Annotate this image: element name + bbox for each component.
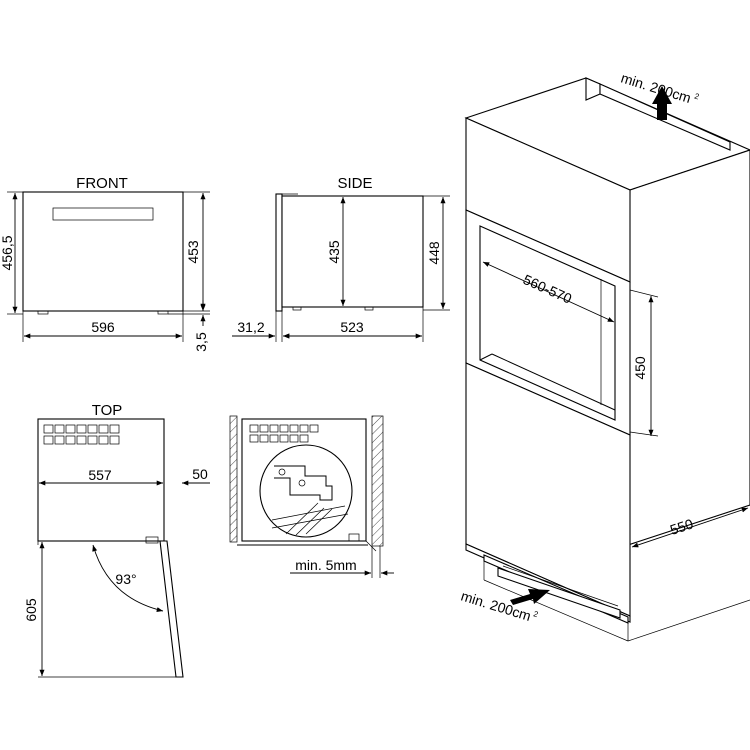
side-front-panel [275, 193, 283, 312]
front-width-label: 596 [91, 319, 115, 335]
side-title: SIDE [337, 175, 372, 192]
side-front-thickness-label: 31,2 [237, 319, 264, 335]
right-wall-hatch [371, 415, 384, 547]
side-inner-height-label: 435 [326, 240, 342, 264]
niche-height-label: 450 [632, 356, 648, 380]
side-depth-label: 523 [340, 319, 364, 335]
front-foot-right [157, 310, 169, 315]
detail-bracket-profile [274, 465, 333, 501]
top-appliance-outline [37, 418, 165, 542]
door-clearance-label: 605 [23, 598, 39, 622]
cabinet-side-face [627, 149, 750, 546]
top-title: TOP [92, 402, 123, 419]
door-angle-label: 93° [115, 571, 136, 587]
front-total-height-label: 456,5 [0, 235, 15, 270]
front-title: FRONT [76, 175, 128, 192]
open-door [159, 540, 184, 678]
front-control-panel [52, 207, 154, 221]
left-wall-hatch [229, 415, 238, 543]
bottom-vent-arrow [510, 589, 550, 605]
top-view: TOP 557 50 93° 605 [23, 402, 210, 678]
front-view: FRONT 596 456,5 453 3,5 [0, 175, 210, 352]
bottom-vent-label: min. 200cm2 [459, 588, 540, 627]
top-vent-grid [43, 424, 120, 445]
plinth-vent [497, 567, 621, 619]
niche-width-dim [482, 261, 615, 323]
front-foot-label: 3,5 [193, 332, 209, 352]
detail-zoom-circle [259, 444, 353, 538]
cabinet-depth-dim [631, 507, 749, 548]
side-appliance-outline [281, 195, 424, 308]
top-width-label: 557 [88, 467, 112, 483]
front-height-label: 453 [185, 240, 201, 264]
top-vent-arrow [652, 86, 672, 120]
front-appliance-outline [22, 191, 184, 312]
front-foot-left [37, 310, 49, 315]
top-door-thickness-label: 50 [192, 466, 208, 482]
cabinet-depth-label: 550 [668, 515, 695, 538]
side-view: SIDE 435 448 523 31,2 [232, 175, 450, 342]
door-hinge [145, 536, 159, 544]
detail-gap-label: min. 5mm [295, 557, 356, 573]
detail-view: min. 5mm [229, 415, 394, 578]
installation-view: min. 200cm2 min. 200cm2 560-570 450 550 [459, 70, 750, 642]
side-total-height-label: 448 [426, 241, 442, 265]
door-angle-arc [92, 544, 164, 613]
detail-vent-grid [249, 424, 319, 443]
